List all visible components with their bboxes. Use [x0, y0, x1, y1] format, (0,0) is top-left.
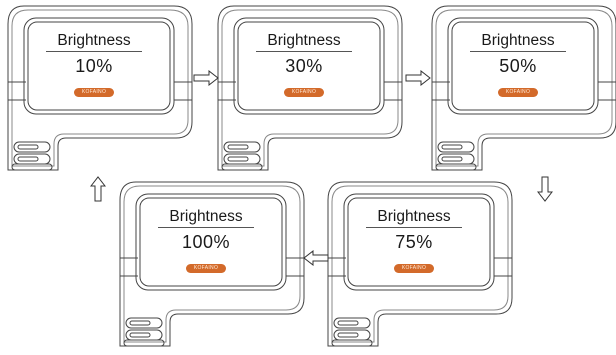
screen-title: Brightness — [377, 208, 451, 225]
device-step-5: Brightness 100% KOFAINO — [118, 180, 318, 355]
brightness-value: 75% — [395, 232, 433, 252]
arrow-right-icon — [193, 70, 219, 86]
screen-rule — [46, 51, 142, 52]
brightness-value: 100% — [181, 232, 231, 252]
brightness-value: 50% — [499, 56, 537, 76]
screen-title: Brightness — [169, 208, 243, 225]
screen-title: Brightness — [481, 32, 555, 49]
brand-badge: KOFAINO — [74, 88, 114, 97]
brand-badge: KOFAINO — [284, 88, 324, 97]
screen-rule — [470, 51, 566, 52]
device-step-4: Brightness 75% KOFAINO — [326, 180, 526, 355]
arrow-up-icon — [90, 176, 106, 202]
screen-rule — [256, 51, 352, 52]
brand-badge: KOFAINO — [394, 264, 434, 273]
brightness-value: 10% — [75, 56, 113, 76]
brand-badge: KOFAINO — [186, 264, 226, 273]
brand-badge: KOFAINO — [498, 88, 538, 97]
screen-rule — [366, 227, 462, 228]
device-step-3: Brightness 50% KOFAINO — [430, 4, 616, 179]
screen-title: Brightness — [57, 32, 131, 49]
brightness-value: 30% — [285, 56, 323, 76]
screen-title: Brightness — [267, 32, 341, 49]
arrow-down-icon — [537, 176, 553, 202]
arrow-left-icon — [303, 250, 329, 266]
device-step-1: Brightness 10% KOFAINO — [6, 4, 206, 179]
screen-rule — [158, 227, 254, 228]
arrow-right-icon — [405, 70, 431, 86]
device-step-2: Brightness 30% KOFAINO — [216, 4, 416, 179]
